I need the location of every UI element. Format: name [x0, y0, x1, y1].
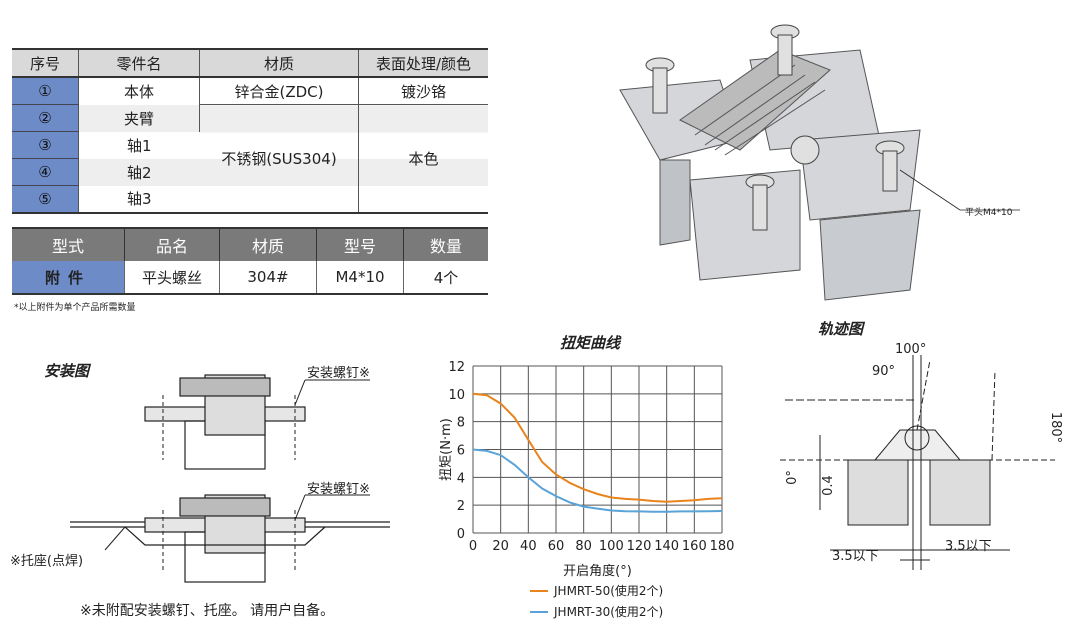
series-line [472, 392, 723, 503]
header-cell: 型式 [12, 228, 125, 261]
product-illustration [619, 24, 1020, 301]
header-cell: 品名 [124, 228, 220, 261]
part-name: 轴3 [126, 190, 152, 209]
screw-label: 安装螺钉※ [307, 366, 370, 381]
part-no: ③ [12, 131, 79, 159]
part-name: 夹臂 [78, 104, 200, 132]
width-right: 3.5以下 [945, 539, 992, 554]
angle-90: 90° [872, 364, 896, 379]
screw-label: 安装螺钉※ [307, 482, 370, 497]
header-cell: 表面处理/颜色 [358, 49, 488, 78]
part-name: 轴2 [78, 158, 200, 186]
x-tick-label: 160 [682, 539, 707, 554]
cell: M4*10 [316, 261, 404, 294]
part-no: ② [12, 104, 79, 132]
width-left: 3.5以下 [832, 549, 879, 564]
shared-material: 不锈钢(SUS304) [199, 104, 359, 213]
track-title: 轨迹图 [818, 320, 864, 338]
install-footnote: ※未附配安装螺钉、托座。 请用户自备。 [80, 603, 335, 619]
part-no: ① [12, 77, 79, 105]
part-no: ⑤ [12, 185, 79, 214]
install-title: 安装图 [44, 362, 90, 380]
x-tick-label: 20 [492, 539, 509, 554]
seat-label: ※托座(点焊) [10, 554, 84, 569]
angle-0: 0° [784, 470, 800, 485]
header-cell: 序号 [12, 49, 79, 78]
part-name: 本体 [78, 77, 200, 105]
cell: 平头螺丝 [124, 261, 220, 294]
y-tick-label: 10 [448, 388, 465, 403]
x-tick-label: 180 [710, 539, 735, 554]
series-line [472, 448, 723, 513]
x-tick-label: 80 [575, 539, 592, 554]
legend-label: JHMRT-50(使用2个) [553, 583, 663, 598]
chart-title: 扭矩曲线 [560, 334, 621, 352]
angle-100: 100° [895, 342, 927, 357]
x-axis-label: 开启角度(°) [563, 563, 632, 579]
x-tick-label: 100 [599, 539, 624, 554]
legend-label: JHMRT-30(使用2个) [553, 604, 663, 619]
part-name: 轴1 [126, 136, 152, 155]
shared-finish: 本色 [358, 104, 488, 213]
y-tick-label: 8 [457, 416, 465, 431]
y-tick-label: 6 [457, 444, 465, 459]
y-axis-label: 扭矩(N·m) [439, 418, 454, 481]
part-no: ④ [12, 158, 79, 186]
y-tick-label: 2 [457, 499, 465, 514]
header-cell: 材质 [199, 49, 359, 78]
x-tick-label: 40 [520, 539, 537, 554]
x-tick-label: 140 [654, 539, 679, 554]
x-tick-label: 120 [627, 539, 652, 554]
part-finish: 镀沙铬 [358, 77, 488, 105]
header-cell: 材质 [219, 228, 317, 261]
x-tick-label: 0 [469, 539, 477, 554]
header-cell: 型号 [316, 228, 404, 261]
x-tick-label: 60 [548, 539, 565, 554]
header-cell: 数量 [403, 228, 488, 261]
cell: 304# [219, 261, 317, 294]
install-drawing [70, 374, 390, 583]
y-tick-label: 0 [457, 527, 465, 542]
type-cell: 附件 [12, 261, 125, 294]
screw-callout: 平头M4*10 [965, 208, 1013, 218]
accessory-note: *以上附件为单个产品所需数量 [14, 303, 136, 313]
angle-180: 180° [1048, 411, 1064, 444]
track-drawing [780, 355, 1055, 570]
cell: 4个 [433, 268, 459, 287]
header-cell: 零件名 [78, 49, 200, 78]
gap-0-4: 0.4 [820, 475, 836, 496]
y-tick-label: 4 [457, 471, 465, 486]
part-material: 锌合金(ZDC) [199, 77, 359, 105]
y-tick-label: 12 [448, 360, 465, 375]
